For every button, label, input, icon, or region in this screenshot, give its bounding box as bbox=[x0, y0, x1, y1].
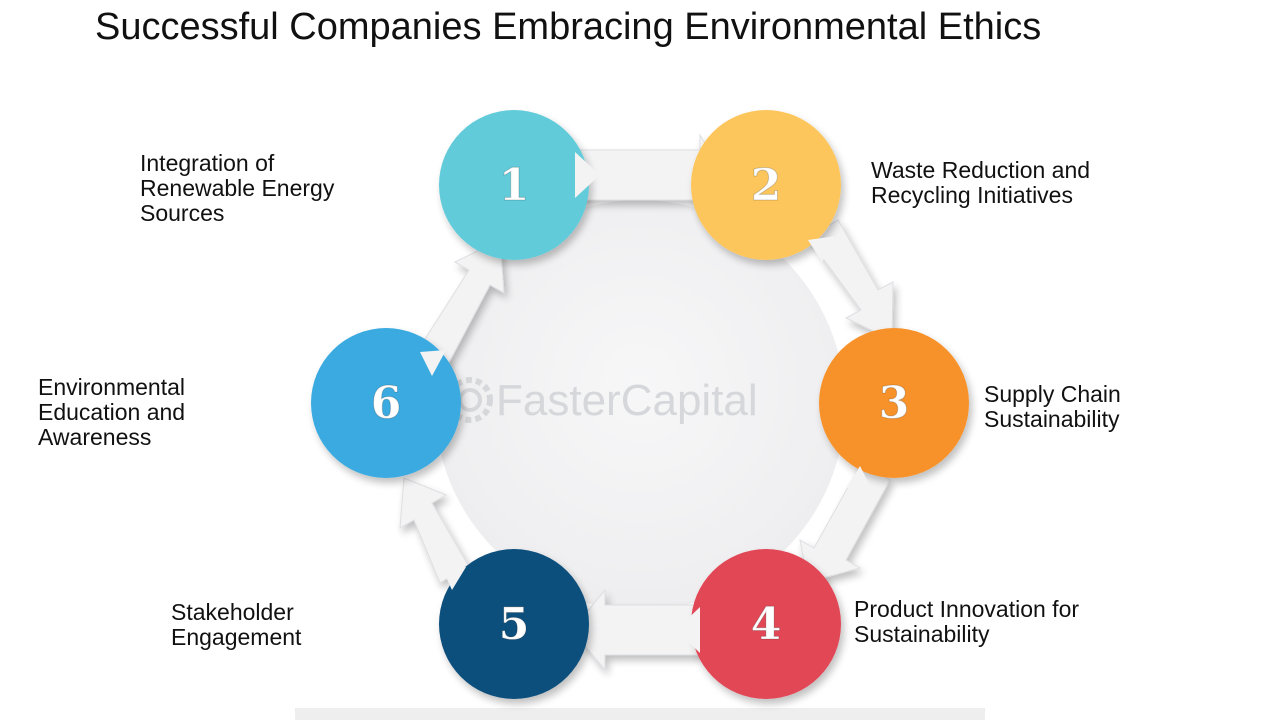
arrow-5-to-6 bbox=[399, 477, 469, 584]
step-circle-1-fill bbox=[439, 110, 589, 260]
step-circle-2: 2 bbox=[691, 110, 841, 260]
step-label-4-line-1: Product Innovation for bbox=[854, 596, 1080, 622]
step-circle-3-fill bbox=[819, 328, 969, 478]
step-label-6-line-3: Awareness bbox=[38, 424, 152, 450]
step-circle-6-fill bbox=[311, 328, 461, 478]
arrow-notches bbox=[420, 152, 872, 653]
page-title: Successful Companies Embracing Environme… bbox=[95, 6, 1042, 48]
step-label-2: Waste Reduction and Recycling Initiative… bbox=[871, 158, 1090, 208]
connector-arrows bbox=[399, 133, 894, 672]
step-label-5-line-2: Engagement bbox=[171, 624, 302, 650]
arrow-4-to-5 bbox=[571, 588, 701, 672]
arrow-6-to-1 bbox=[417, 239, 505, 369]
step-circle-6: 6 bbox=[311, 328, 461, 478]
step-label-2-line-1: Waste Reduction and bbox=[871, 157, 1091, 183]
step-number-2: 2 bbox=[751, 160, 782, 211]
step-label-5: Stakeholder Engagement bbox=[171, 600, 301, 650]
step-label-6-line-2: Education and bbox=[38, 399, 186, 425]
step-label-1-line-1: Integration of bbox=[140, 150, 275, 176]
step-label-5-line-1: Stakeholder bbox=[171, 599, 294, 625]
step-number-5: 5 bbox=[499, 599, 530, 650]
step-number-3: 3 bbox=[879, 378, 910, 429]
step-number-1: 1 bbox=[499, 160, 530, 211]
step-label-3-line-2: Sustainability bbox=[984, 406, 1120, 432]
base-shadow bbox=[295, 708, 985, 720]
step-circle-4-fill bbox=[691, 549, 841, 699]
step-label-4-line-2: Sustainability bbox=[854, 621, 990, 647]
step-circle-1: 1 bbox=[439, 110, 589, 260]
watermark: FasterCapital bbox=[447, 376, 758, 425]
step-label-4: Product Innovation for Sustainability bbox=[854, 597, 1079, 647]
step-circle-5-fill bbox=[439, 549, 589, 699]
step-circle-5: 5 bbox=[439, 549, 589, 699]
step-label-3: Supply Chain Sustainability bbox=[984, 382, 1121, 432]
step-number-4: 4 bbox=[751, 599, 782, 650]
center-disc bbox=[435, 200, 845, 610]
step-circle-2-fill bbox=[691, 110, 841, 260]
step-label-1: Integration of Renewable Energy Sources bbox=[140, 151, 334, 226]
step-label-1-line-3: Sources bbox=[140, 200, 225, 226]
step-number-6: 6 bbox=[371, 378, 402, 429]
step-label-2-line-2: Recycling Initiatives bbox=[871, 182, 1073, 208]
step-circle-3: 3 bbox=[819, 328, 969, 478]
step-label-3-line-1: Supply Chain bbox=[984, 381, 1121, 407]
step-label-6: Environmental Education and Awareness bbox=[38, 375, 185, 450]
step-label-1-line-2: Renewable Energy bbox=[140, 175, 335, 201]
step-circle-4: 4 bbox=[691, 549, 841, 699]
watermark-text: FasterCapital bbox=[496, 376, 758, 425]
arrow-2-to-3 bbox=[807, 219, 894, 341]
step-label-6-line-1: Environmental bbox=[38, 374, 186, 400]
arrow-3-to-4 bbox=[799, 461, 891, 583]
